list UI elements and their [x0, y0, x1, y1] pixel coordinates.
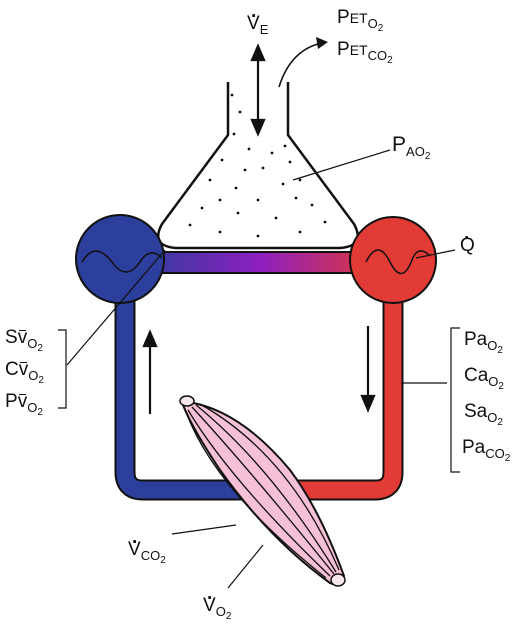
left-heart-arterial-chamber [350, 217, 436, 303]
venous-flow-arrow [144, 332, 156, 414]
venous-po2-label: PvO2 [5, 392, 43, 418]
end-tidal-co2-label: PETCO2 [337, 40, 393, 66]
venous-so2-label: SvO2 [5, 328, 43, 354]
exhaled-gas-arrow [279, 37, 328, 87]
vo2-leader-line [228, 545, 263, 588]
arterial-flow-arrow [362, 326, 374, 410]
venous-bracket [58, 330, 66, 408]
arterial-sao2-label: SaO2 [464, 402, 503, 428]
alveolar-po2-label: PAO2 [392, 134, 430, 162]
venous-co2-content-label: CvO2 [5, 360, 44, 386]
vco2-leader-line [172, 525, 236, 534]
vco2-label: VCO2 [128, 540, 166, 566]
pulmonary-capillary [135, 253, 385, 272]
ventilation-label: VE [247, 14, 268, 36]
arterial-paco2-label: PaCO2 [462, 438, 510, 464]
arterial-cao2-label: CaO2 [464, 366, 504, 392]
right-heart-venous-chamber [76, 215, 164, 303]
arterial-bracket [451, 328, 460, 472]
vo2-label: VO2 [203, 596, 231, 622]
cardiac-output-label: Q [460, 236, 475, 255]
arterial-pao2-label: PaO2 [464, 330, 503, 356]
end-tidal-o2-label: PETO2 [337, 8, 383, 34]
